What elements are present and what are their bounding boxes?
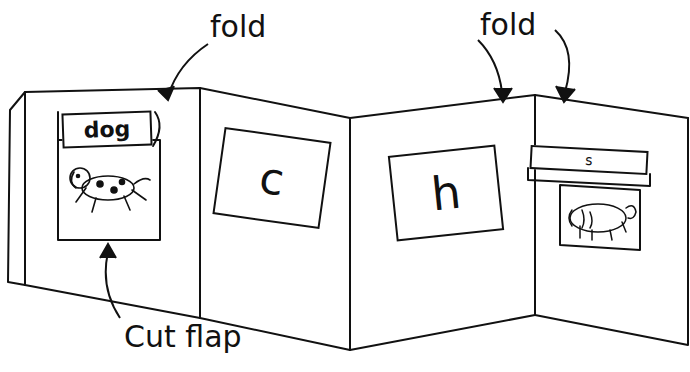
fold-label: fold	[480, 10, 536, 40]
letter-box: c	[212, 127, 331, 229]
fold-label: fold	[210, 12, 266, 42]
box-text: c	[256, 151, 287, 205]
flap-box: dog	[61, 110, 152, 148]
box-text: s	[585, 152, 593, 168]
box-text: h	[429, 165, 464, 222]
box-text: dog	[83, 116, 130, 143]
cut-label: Cut flap	[124, 322, 242, 352]
letter-box: h	[388, 145, 504, 242]
